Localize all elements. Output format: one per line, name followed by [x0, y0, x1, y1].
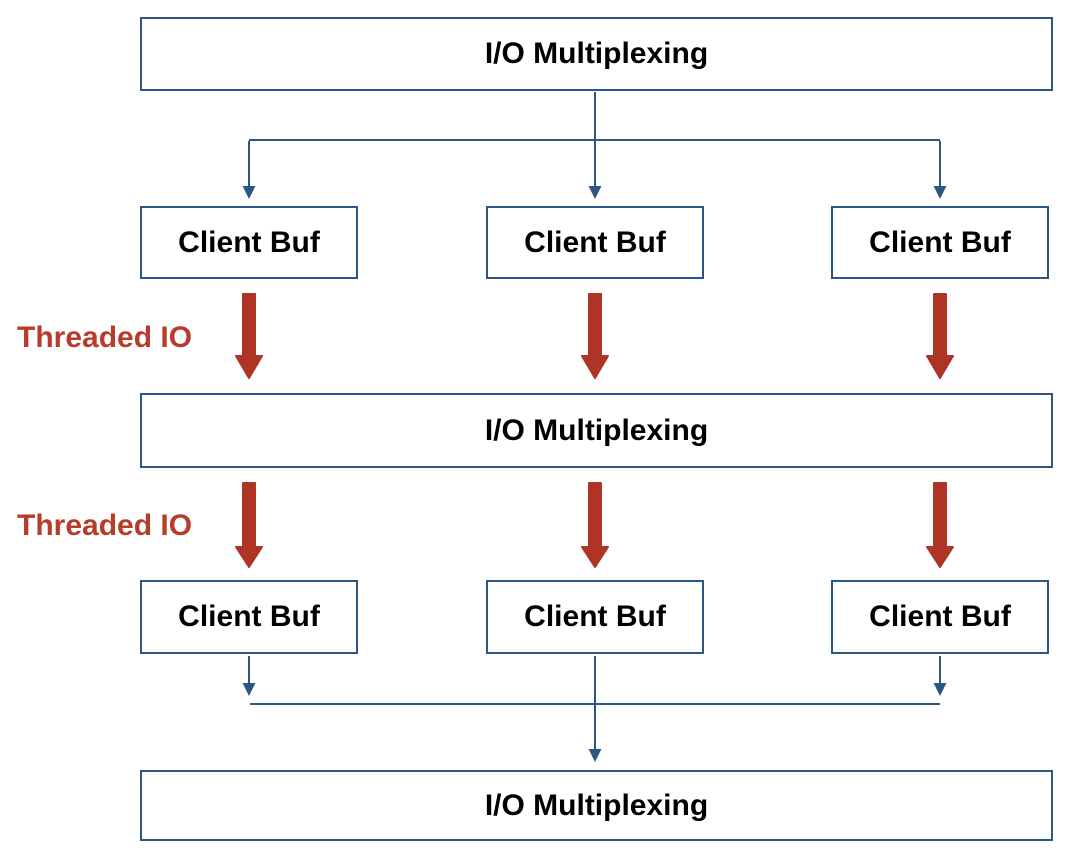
threaded-io-arrow-lower-right	[926, 482, 954, 568]
node-client-buf-upper-right: Client Buf	[831, 206, 1049, 279]
node-io-multiplexing-top: I/O Multiplexing	[140, 17, 1053, 91]
node-label: Client Buf	[178, 225, 320, 259]
threaded-io-arrow-upper-right	[926, 293, 954, 379]
threaded-io-arrow-upper-left	[235, 293, 263, 379]
node-client-buf-lower-middle: Client Buf	[486, 580, 704, 654]
node-label: Client Buf	[869, 600, 1011, 633]
node-label: Client Buf	[178, 600, 320, 633]
node-label: Client Buf	[524, 600, 666, 633]
node-label: I/O Multiplexing	[484, 37, 709, 70]
node-client-buf-upper-middle: Client Buf	[486, 206, 704, 279]
node-label: I/O Multiplexing	[484, 413, 709, 447]
threaded-io-label-lower: Threaded IO	[17, 509, 193, 542]
node-client-buf-lower-right: Client Buf	[831, 580, 1049, 654]
threaded-io-label-upper: Threaded IO	[17, 321, 193, 354]
node-io-multiplexing-middle: I/O Multiplexing	[140, 393, 1053, 468]
node-client-buf-lower-left: Client Buf	[140, 580, 358, 654]
node-label: Client Buf	[524, 225, 666, 259]
threaded-io-arrow-lower-middle	[581, 482, 609, 568]
node-label: I/O Multiplexing	[484, 788, 709, 822]
threaded-io-arrow-upper-middle	[581, 293, 609, 379]
node-io-multiplexing-bottom: I/O Multiplexing	[140, 770, 1053, 841]
threaded-io-arrow-lower-left	[235, 482, 263, 568]
node-label: Client Buf	[869, 225, 1011, 259]
node-client-buf-upper-left: Client Buf	[140, 206, 358, 279]
